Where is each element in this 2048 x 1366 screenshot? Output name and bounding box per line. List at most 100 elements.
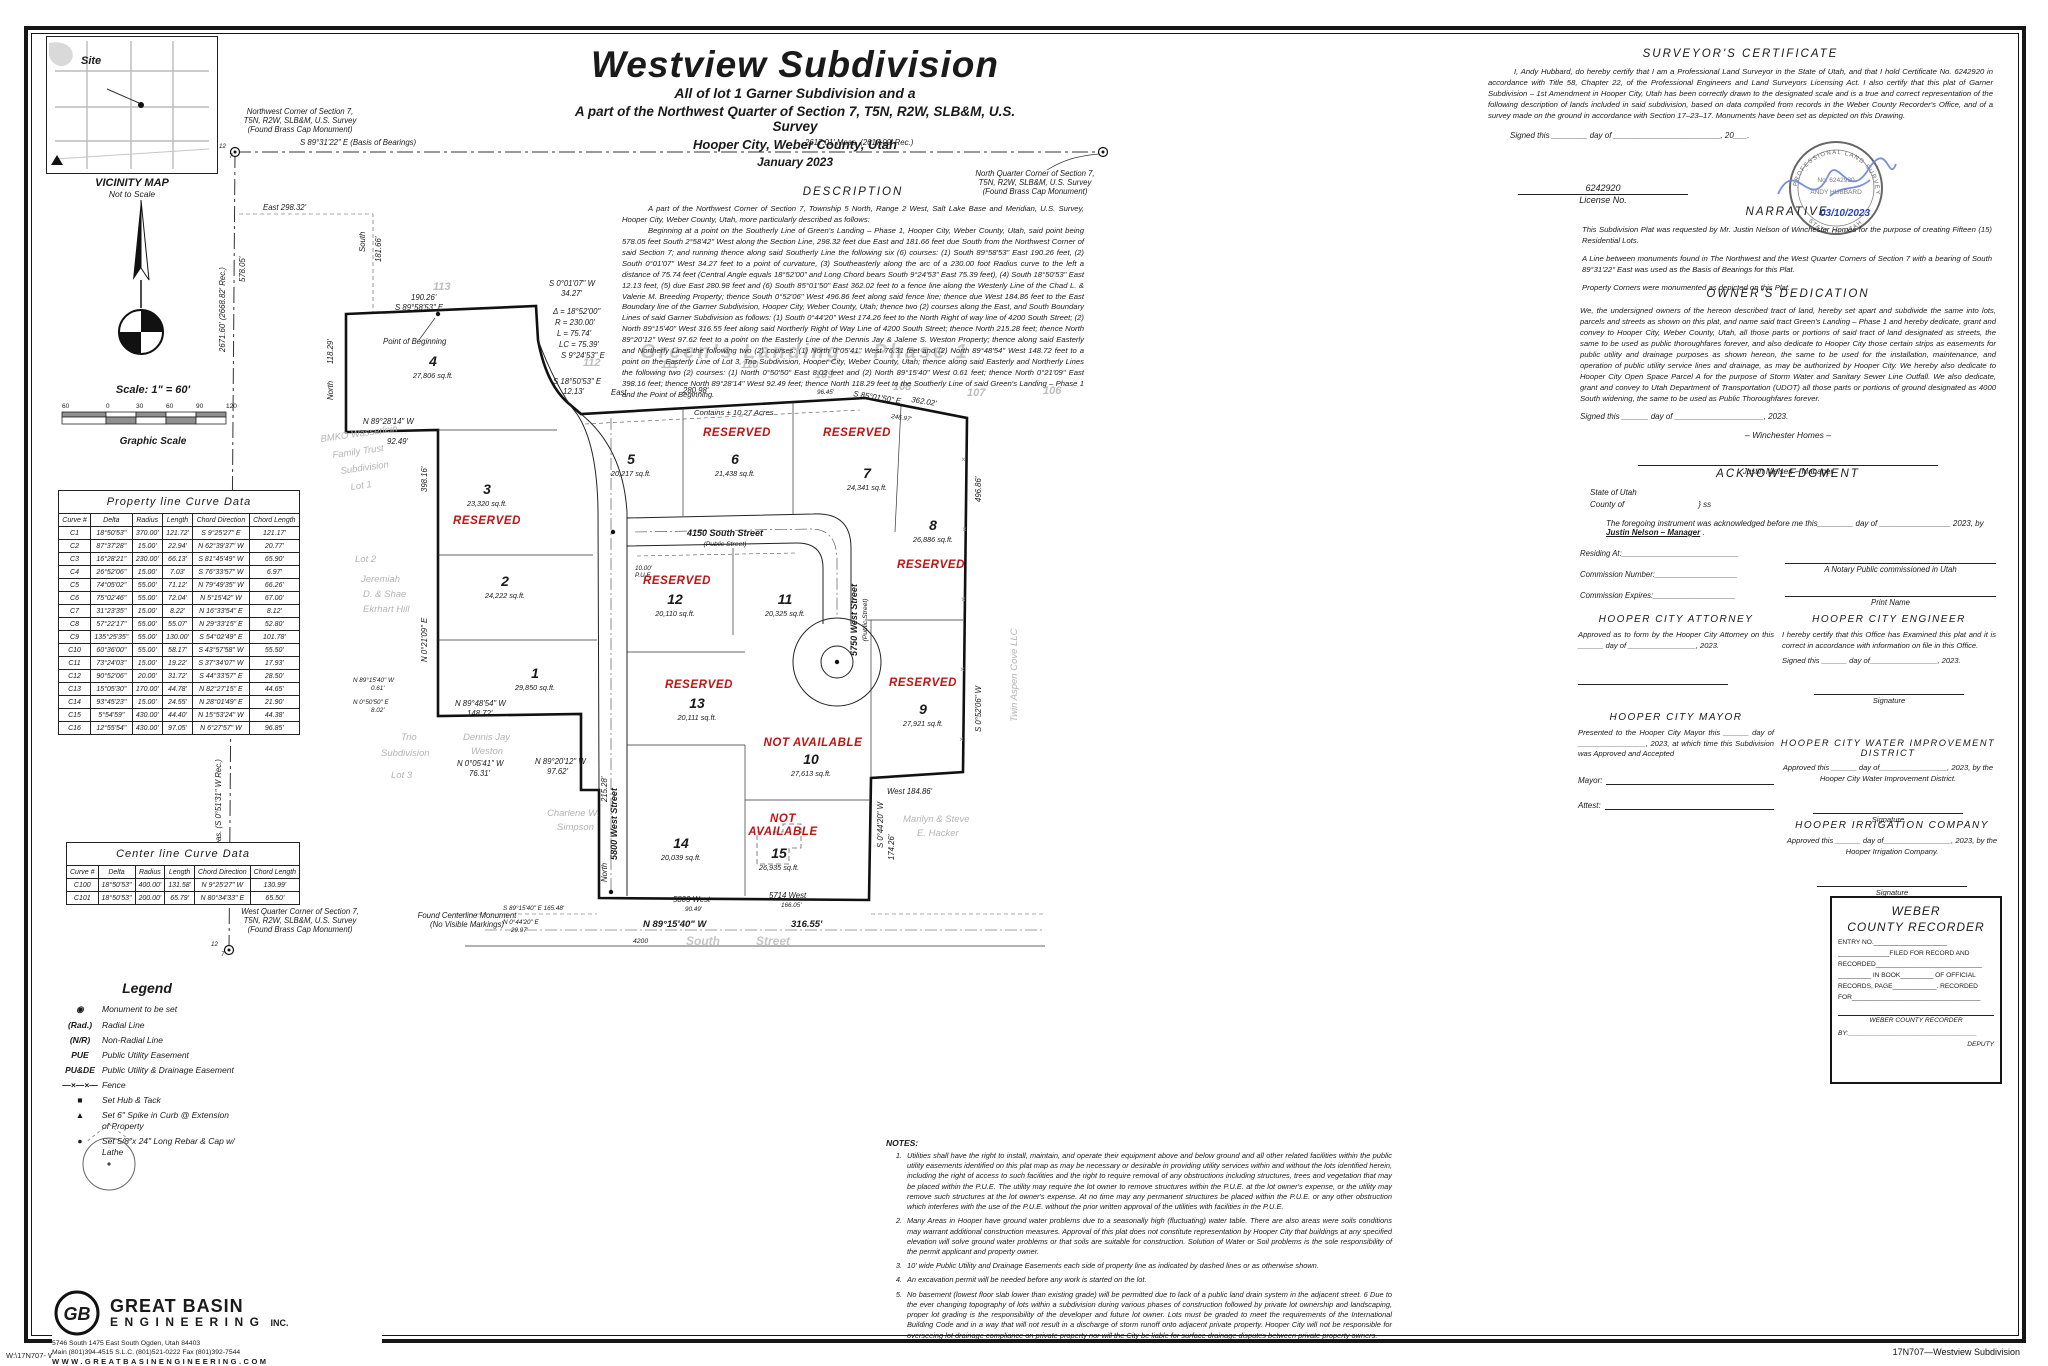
plat-label: 92.49'	[387, 437, 409, 446]
water-body: Approved this ______ day of_____________…	[1782, 763, 1994, 783]
lot-number: 8	[929, 517, 937, 533]
page-title: Westview Subdivision	[591, 44, 999, 85]
plat-label: N 89°28'14" W	[363, 417, 414, 426]
centerline-curve-table: Center line Curve Data Curve # Delta Rad…	[65, 842, 301, 905]
acknowledgment-heading: ACKNOWLEDGMENT	[1716, 468, 1860, 480]
plat-label: S 0°44'20" W	[876, 801, 885, 848]
plat-label: 4200	[633, 938, 648, 945]
lot-area: 24,222 sq.ft.	[484, 591, 525, 600]
plat-label: Dennis Jay	[463, 732, 511, 743]
lot-number: 4	[428, 353, 437, 369]
table-header-row: Curve # Delta Radius Length Chord Direct…	[57, 513, 301, 527]
plat-label: 118.29'	[326, 339, 335, 364]
legend-items: ◉Monument to be set(Rad.)Radial Line(N/R…	[58, 1004, 236, 1157]
mayor-signature-line	[1606, 776, 1774, 785]
plat-label: N 0°21'09" E	[420, 617, 429, 662]
plat-label: P.U.E.	[635, 572, 652, 579]
plat-label: 10.00'	[635, 565, 653, 572]
ack-commission-number: Commission Number:___________________	[1580, 570, 1738, 579]
plat-label: 111	[661, 359, 678, 371]
plat-label: Lot 3	[391, 770, 413, 781]
lot-status: NOT AVAILABLE	[764, 737, 863, 749]
list-item: ●Set 5/8"x 24" Long Rebar & Cap w/ Lathe	[77, 1136, 235, 1157]
plat-label: N 0°05'41" W	[457, 759, 504, 768]
plat-label: Subdivision	[340, 459, 390, 477]
lot-number: 15	[771, 845, 787, 861]
lot-area: 21,438 sq.ft.	[714, 469, 755, 478]
plat-label: 110	[741, 359, 759, 371]
plat-label: Weston	[471, 746, 503, 757]
plat-label: 362.02'	[911, 395, 938, 408]
plat-label: (Public Street)	[703, 541, 746, 548]
vicinity-road	[55, 70, 209, 142]
plat-label: 108	[893, 381, 912, 393]
lot-status: NOT	[770, 813, 796, 825]
plat-label: 107	[967, 387, 986, 399]
plat-label: 578.05'	[238, 256, 247, 282]
plat-label: 166.05'	[781, 902, 802, 909]
plat-label: ×	[959, 735, 964, 744]
lot-status: AVAILABLE	[747, 826, 818, 838]
engineer-body: I hereby certify that this Office has Ex…	[1782, 630, 1996, 650]
dedication-signer: Justin Nielsen – Manager	[1742, 467, 1834, 477]
plat-label: 29.97'	[510, 927, 529, 934]
ack-state: State of Utah	[1590, 488, 1637, 497]
list-item: (Rad.)Radial Line	[67, 1019, 145, 1030]
list-item: ■Set Hub & Tack	[77, 1095, 161, 1106]
signature-scribble	[1777, 157, 1897, 195]
plat-label: 148.72'	[467, 709, 493, 718]
plat-label: N 89°48'54" W	[455, 699, 506, 708]
firm-website: WWW.GREATBASINENGINEERING.COM	[52, 1357, 269, 1366]
plat-label: 90	[196, 403, 204, 410]
plat-label: S 0°52'06" W	[974, 685, 983, 732]
vicinity-map-title: VICINITY MAP	[95, 177, 169, 189]
firm-logo-icon: GB	[54, 1290, 100, 1336]
acreage-note: Contains ± 10.27 Acres	[694, 407, 774, 417]
plat-label: Lot 2	[355, 554, 377, 565]
lot-area: 20,110 sq.ft.	[654, 609, 695, 618]
plat-label: South	[358, 232, 367, 252]
svg-text:GB: GB	[64, 1304, 91, 1324]
legend-seal-icon	[74, 1120, 144, 1197]
plat-label: North	[600, 863, 609, 882]
plat-labels: Northwest Corner of Section 7,T5N, R2W, …	[211, 107, 1095, 958]
title-subtitle-1: All of lot 1 Garner Subdivision and a	[674, 85, 916, 101]
lot-area: 23,320 sq.ft.	[466, 499, 507, 508]
plat-label: Simpson	[557, 822, 594, 833]
existing-building-outline	[756, 823, 802, 865]
plat-label: West 184.86'	[887, 787, 933, 796]
street-lines	[455, 339, 1045, 947]
lot-status: RESERVED	[453, 515, 521, 527]
lot-status: RESERVED	[703, 427, 771, 439]
description-intro: A part of the Northwest Corner of Sectio…	[622, 204, 1084, 224]
ack-commission-expires: Commission Expires:___________________	[1580, 591, 1736, 600]
vicinity-map: Site	[46, 36, 218, 174]
list-item: RECORDED_____________________________	[1838, 961, 1983, 969]
plat-label: 76.31'	[469, 769, 491, 778]
list-item: _________ IN BOOK_________ OF OFFICIAL	[1838, 972, 1976, 980]
notes-list: 1.Utilities shall have the right to inst…	[886, 1151, 1392, 1341]
surveyor-seal: PROFESSIONAL LAND SURVEYOR STATE OF UTAH…	[1769, 132, 1900, 245]
plat-label: 5714 West	[769, 891, 807, 900]
plat-label: Trio	[401, 732, 417, 743]
irrigation-signature-line	[1817, 871, 1967, 888]
irrigation-heading: HOOPER IRRIGATION COMPANY	[1795, 820, 1989, 831]
lot-number: 14	[673, 835, 689, 851]
easement-and-building-lines	[584, 409, 861, 865]
lot-lines	[438, 402, 963, 896]
plat-label: (Found Brass Cap Monument)	[248, 125, 353, 134]
license-number: 6242920	[1518, 183, 1688, 195]
ack-left-column: Residing At:___________________________ …	[1580, 549, 1785, 612]
plat-label: (Public Street)	[862, 598, 869, 641]
recorder-by-line: BY:___________________________________	[1838, 1030, 1977, 1038]
plat-label: L = 75.74'	[557, 329, 592, 338]
signature-scribble-2	[1829, 179, 1871, 197]
lot-status: RESERVED	[897, 559, 965, 571]
